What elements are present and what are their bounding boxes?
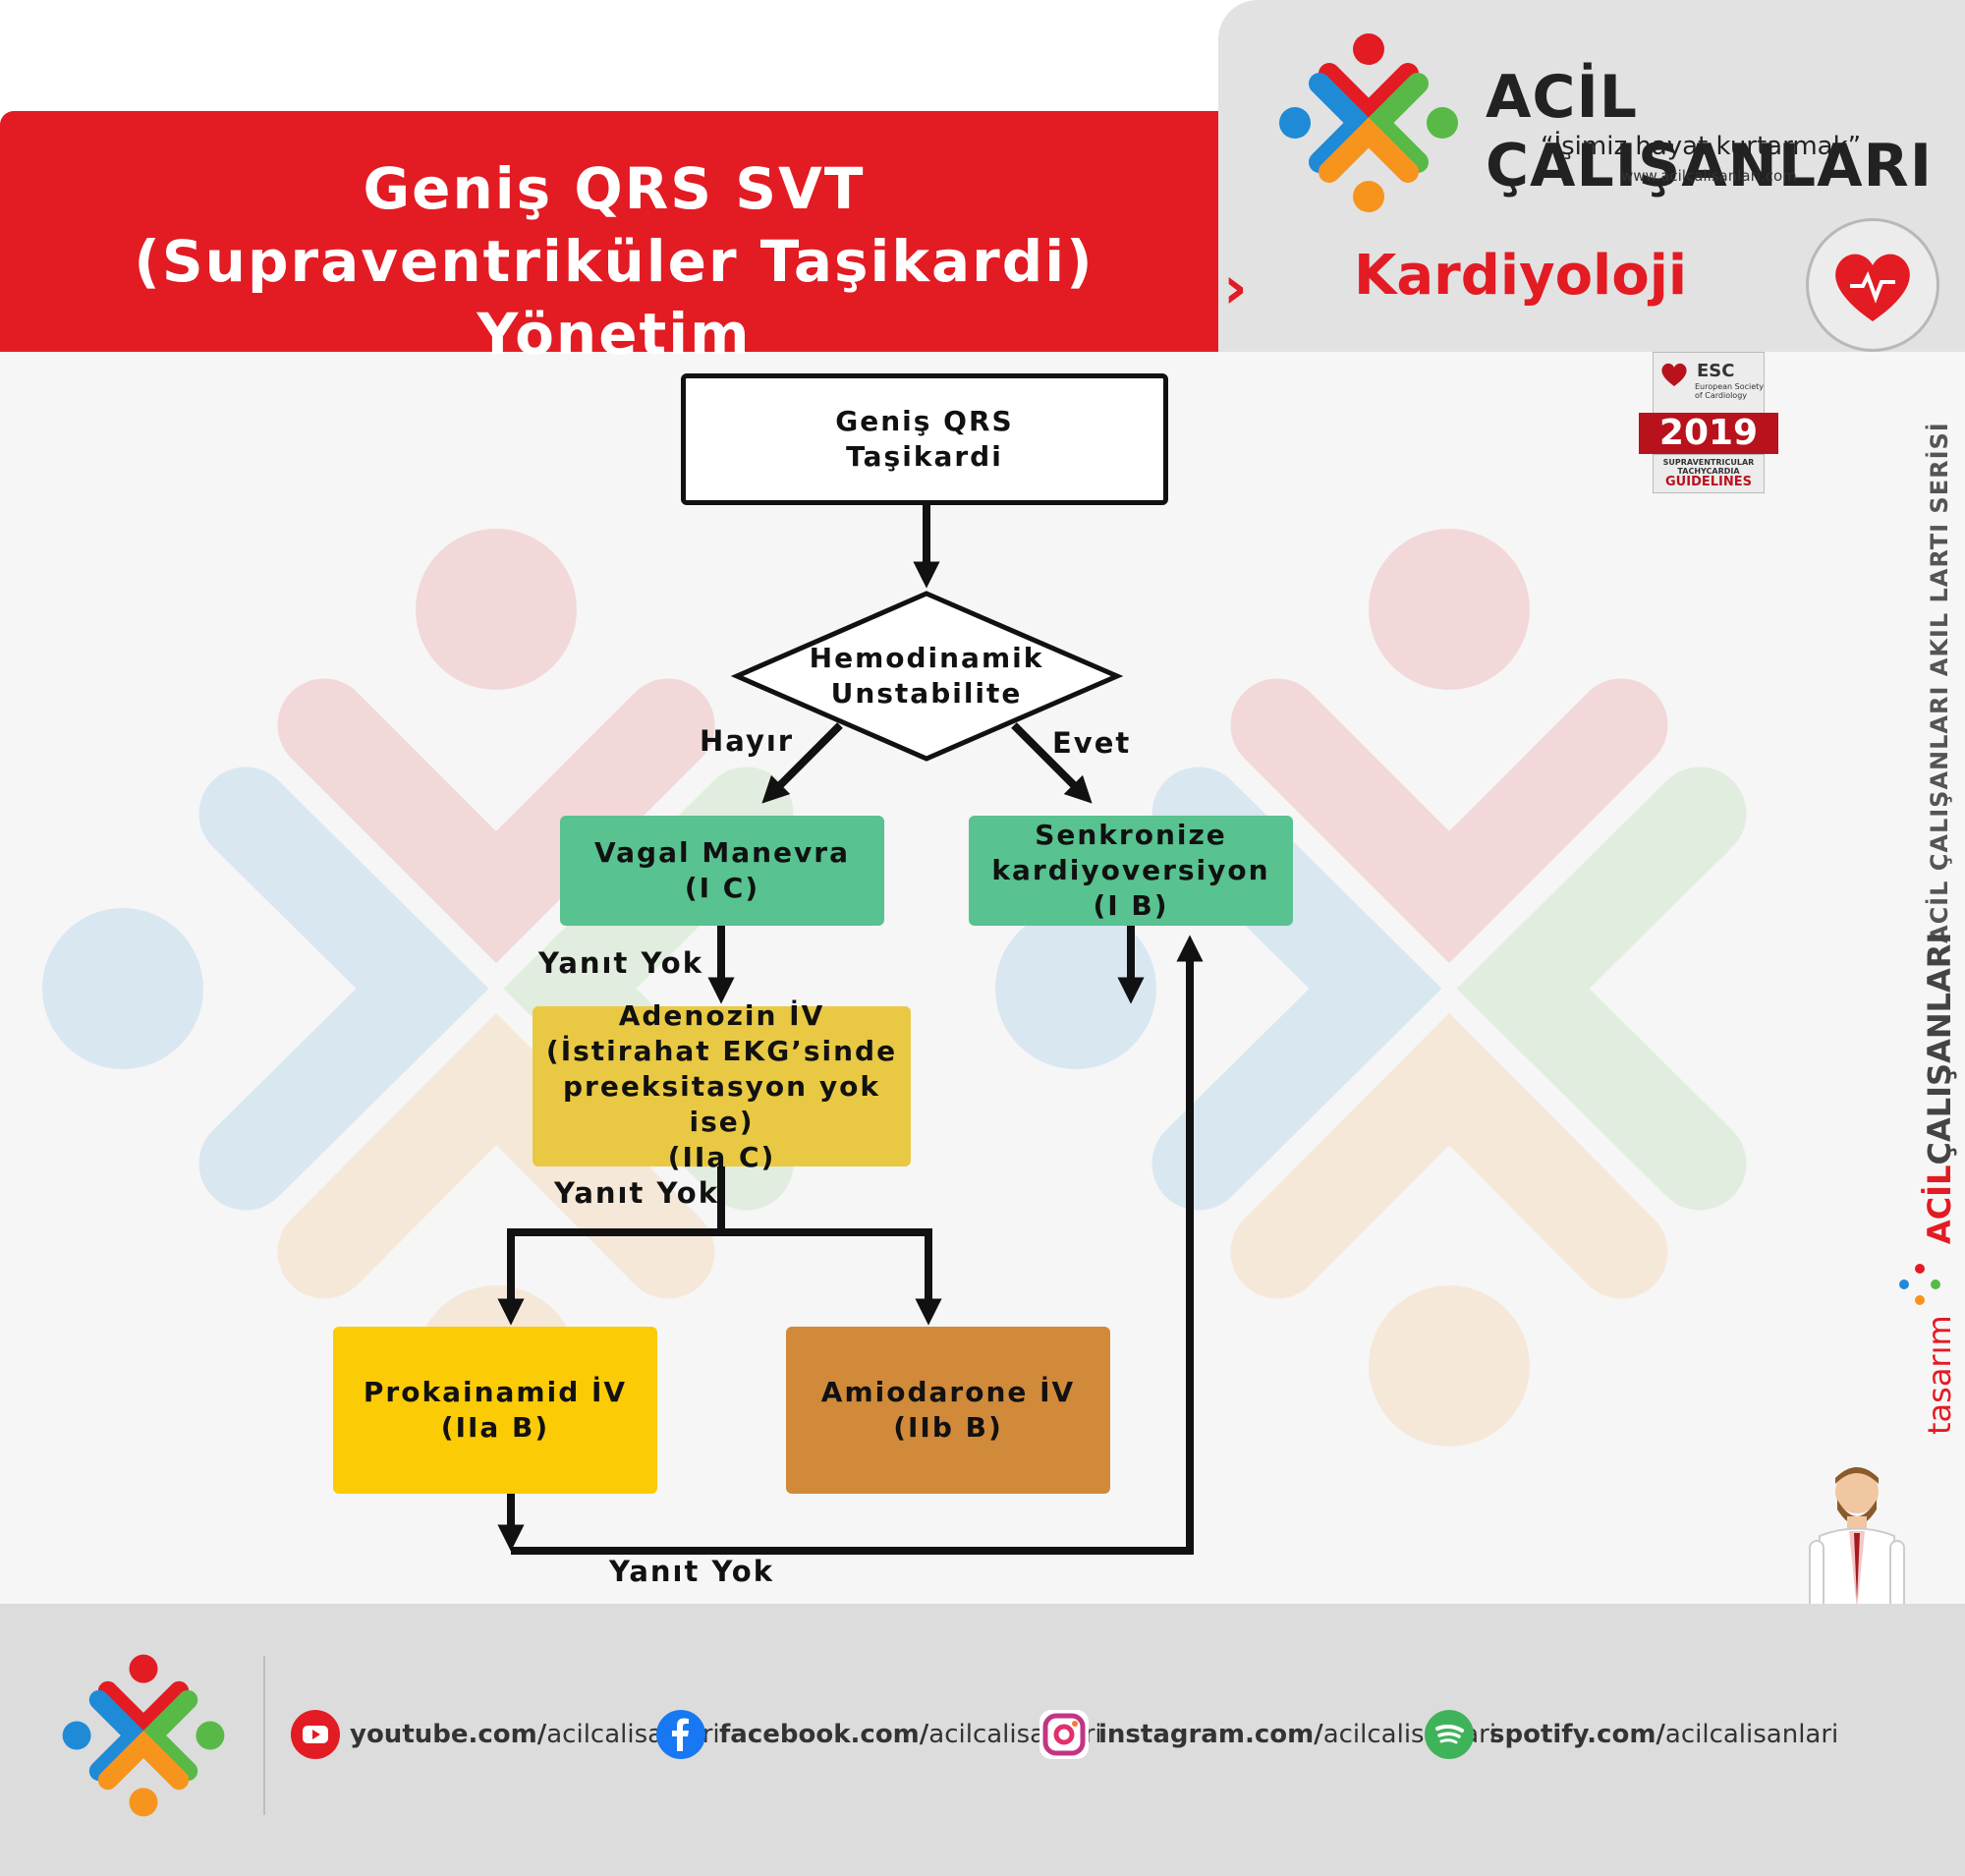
cardioversion-box: Senkronize kardiyoversiyon (I B) (969, 816, 1293, 926)
title-line-2: (Supraventriküler Taşikardi) Yönetim (134, 228, 1095, 368)
start-line-1: Geniş QRS (835, 405, 1014, 437)
esc-logo: ESC European Society of Cardiology (1653, 352, 1765, 415)
esc-org: ESC (1697, 361, 1735, 381)
facebook-domain: facebook.com/ (719, 1720, 929, 1749)
title-line-1: Geniş QRS SVT (363, 155, 866, 222)
esc-subtitle: SUPRAVENTRICULAR TACHYCARDIA (1662, 458, 1755, 476)
design-calisanlari: ÇALIŞANLARI (1921, 932, 1958, 1165)
vagal-maneuver-box: Vagal Manevra (I C) (560, 816, 884, 926)
page-title: Geniş QRS SVT (Supraventriküler Taşikard… (0, 152, 1228, 370)
footer-logo-icon (62, 1654, 225, 1817)
brand-logo-icon (1279, 33, 1458, 212)
procainamide-box: Prokainamid İV (IIa B) (333, 1327, 657, 1494)
cardioversion-line-1: Senkronize (1035, 819, 1227, 851)
amiodarone-line-2: (IIb B) (893, 1411, 1003, 1444)
arrow-adenosine-to-amiodarone (721, 1228, 942, 1326)
vagal-line-1: Vagal Manevra (594, 836, 850, 869)
spotify-icon[interactable] (1425, 1710, 1474, 1759)
adenosine-line-1: Adenozin İV (618, 998, 825, 1032)
facebook-icon[interactable] (656, 1710, 705, 1759)
spotify-link[interactable]: spotify.com/acilcalisanlari (1489, 1720, 1838, 1749)
esc-org-full: European Society of Cardiology (1695, 382, 1765, 400)
adenosine-box: Adenozin İV (İstirahat EKG’sinde preeksi… (533, 999, 911, 1173)
adenosine-line-4: (IIa C) (667, 1140, 776, 1173)
label-no-response-1: Yanıt Yok (538, 946, 703, 980)
decision-line-1: Hemodinamik (809, 642, 1044, 674)
procainamide-line-1: Prokainamid İV (363, 1376, 628, 1408)
start-box: Geniş QRS Taşikardi (681, 373, 1168, 505)
design-credit: tasarım ACİLÇALIŞANLARI (1921, 933, 1958, 1435)
heart-icon (1835, 254, 1910, 321)
start-line-2: Taşikardi (846, 440, 1003, 473)
design-acil: ACİL (1921, 1165, 1958, 1245)
brand-name: ACİL ÇALIŞANLARI (1486, 63, 1934, 200)
adenosine-line-3: preeksitasyon yok ise) (563, 1069, 880, 1138)
decision-diamond (730, 591, 1124, 762)
arrow-back-to-cardioversion (511, 935, 1204, 1555)
instagram-domain: instagram.com/ (1098, 1720, 1323, 1749)
footer-divider (263, 1656, 265, 1815)
adenosine-line-2: (İstirahat EKG’sinde (545, 1034, 898, 1067)
arrow-decision-no (761, 722, 843, 804)
esc-guidelines: GUIDELINES (1665, 475, 1752, 489)
flowchart-connectors (497, 505, 1204, 1555)
brand-url: www.acilcalisanlari.com (1621, 167, 1797, 185)
decision-text: Hemodinamik Unstabilite (737, 629, 1116, 723)
title-banner (0, 111, 1218, 352)
design-word: tasarım (1921, 1315, 1958, 1435)
esc-year-band (1639, 413, 1778, 454)
procainamide-line-2: (IIa B) (440, 1411, 550, 1444)
brand-slogan: “İşimiz hayat kurtarmak” (1541, 132, 1862, 161)
youtube-icon[interactable] (291, 1710, 340, 1759)
vagal-line-2: (I C) (684, 872, 760, 904)
chevron-right-icon: › (1223, 254, 1248, 322)
amiodarone-box: Amiodarone İV (IIb B) (786, 1327, 1110, 1494)
arrow-decision-yes (1011, 722, 1093, 804)
esc-foot: SUPRAVENTRICULAR TACHYCARDIA GUIDELINES (1653, 454, 1765, 493)
cardioversion-line-3: (I B) (1093, 889, 1169, 922)
youtube-domain: youtube.com/ (350, 1720, 547, 1749)
label-no-response-2: Yanıt Yok (554, 1176, 719, 1210)
esc-heart-icon (1661, 363, 1687, 386)
spotify-domain: spotify.com/ (1489, 1720, 1665, 1749)
decision-line-2: Unstabilite (830, 677, 1023, 710)
spotify-handle: acilcalisanlari (1664, 1720, 1839, 1749)
arrow-adenosine-to-procainamide (497, 1166, 725, 1326)
heart-badge (1806, 218, 1939, 352)
cardioversion-line-2: kardiyoversiyon (991, 854, 1270, 886)
label-no: Hayır (700, 724, 795, 758)
series-label: ACİL ÇALIŞANLARI AKIL LARTI SERİSİ (1926, 422, 1953, 943)
category-label: Kardiyoloji (1354, 244, 1688, 308)
esc-year: 2019 (1658, 413, 1759, 453)
instagram-icon[interactable] (1039, 1710, 1089, 1759)
label-no-response-3: Yanıt Yok (609, 1555, 774, 1588)
label-yes: Evet (1052, 726, 1132, 760)
small-brand-logo-icon (1899, 1264, 1940, 1305)
esc-guidelines-badge: ESC European Society of Cardiology 2019 … (1639, 352, 1778, 493)
amiodarone-line-1: Amiodarone İV (820, 1376, 1076, 1408)
